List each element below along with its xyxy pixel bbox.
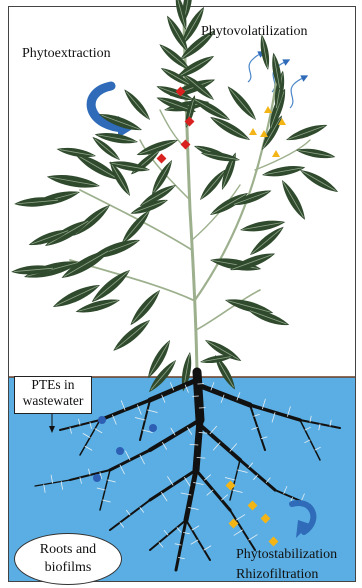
ptes-label-line2: wastewater bbox=[15, 393, 91, 409]
phytoextraction-label: Phytoextraction bbox=[22, 46, 111, 62]
roots-label-line1: Roots and bbox=[15, 541, 121, 559]
ptes-label-line1: PTEs in bbox=[15, 377, 91, 393]
ptes-in-wastewater-box: PTEs in wastewater bbox=[14, 376, 92, 414]
rhizofiltration-label: Rhizofiltration bbox=[236, 567, 318, 583]
roots-label-line2: biofilms bbox=[15, 559, 121, 577]
roots-and-biofilms-oval: Roots and biofilms bbox=[14, 533, 122, 585]
phytostabilization-label: Phytostabilization bbox=[236, 547, 337, 563]
phytovolatilization-label: Phytovolatilization bbox=[201, 24, 308, 40]
